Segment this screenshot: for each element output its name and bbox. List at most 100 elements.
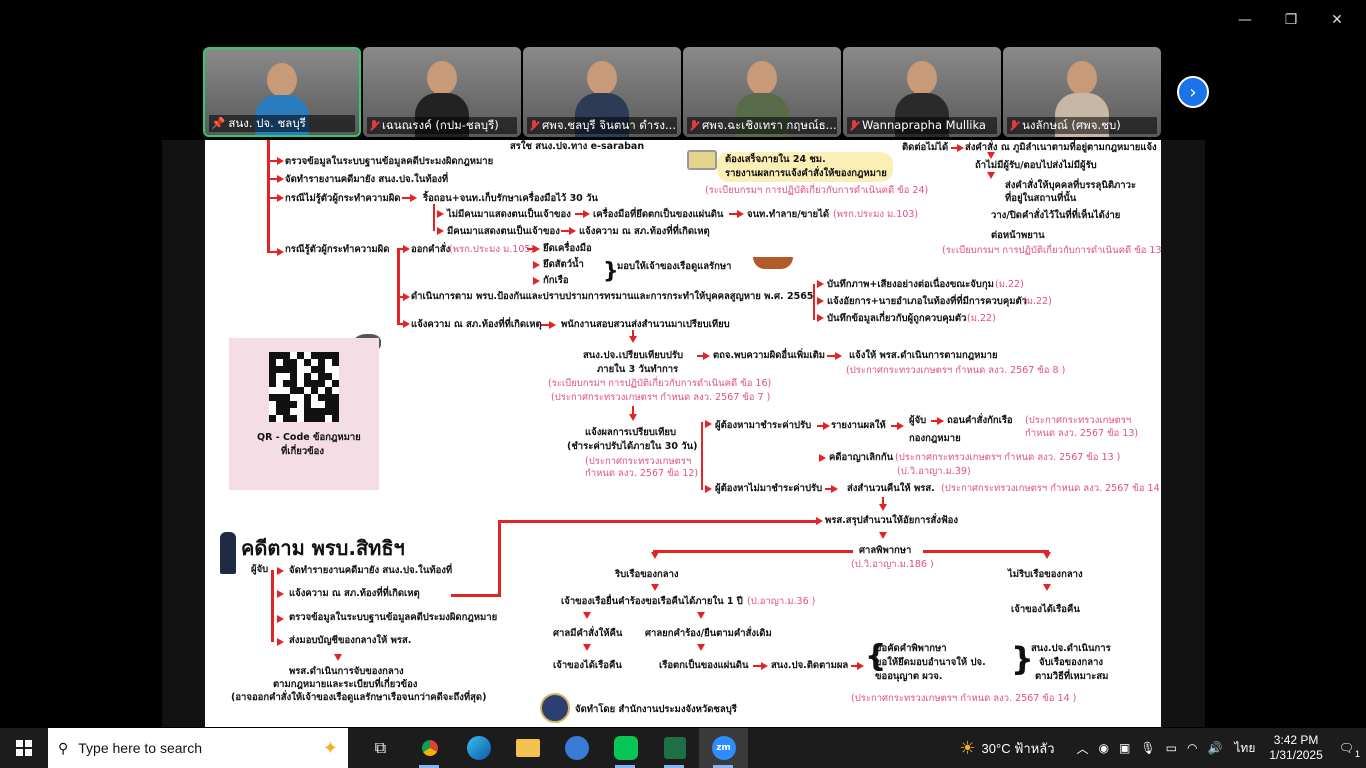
doc-text: ผู้ต้องหาไม่มาชำระค่าปรับ	[715, 483, 823, 494]
next-page-button[interactable]: ›	[1177, 76, 1209, 108]
language-indicator[interactable]: ไทย	[1234, 740, 1256, 755]
screen-icon[interactable]: ▣	[1119, 741, 1131, 755]
volume-icon[interactable]: 🔊	[1207, 741, 1223, 755]
magnifier-app[interactable]	[552, 728, 601, 768]
doc-text: ส่งสำนวนคืนให้ พรส.	[847, 483, 935, 494]
windows-icon	[16, 740, 32, 756]
doc-text: พรส.สรุปสำนวนให้อัยการสั่งฟ้อง	[825, 515, 959, 526]
file-explorer-app[interactable]	[503, 728, 552, 768]
doc-text: เรือตกเป็นของแผ่นดิน	[659, 660, 749, 671]
doc-text: ตามกฎหมายและระเบียบที่เกี่ยวข้อง	[273, 679, 418, 690]
participant-tile[interactable]: เฉนณรงค์ (กปม-ชลบุรี)	[363, 47, 521, 137]
zoom-window: — ❐ ✕ 📌สนง. ปจ. ชลบุรีเฉนณรงค์ (กปม-ชลบุ…	[0, 0, 1366, 728]
close-button[interactable]: ✕	[1331, 12, 1343, 28]
sparkle-icon: ✦	[322, 737, 338, 758]
qr-label: ที่เกี่ยวข้อง	[281, 446, 325, 457]
doc-text: ตรวจข้อมูลในระบบฐานข้อมูลคดีประมงผิดกฎหม…	[289, 612, 498, 623]
chrome-icon	[417, 736, 442, 760]
doc-ref: (ระเบียบกรมฯ การปฏิบัติเกี่ยวกับการดำเนิ…	[548, 378, 772, 389]
battery-icon[interactable]: ▭	[1165, 741, 1177, 755]
doc-ref: (ประกาศกระทรวงเกษตรฯ กำหนด ลงว. 2567 ข้อ…	[851, 693, 1077, 704]
doc-text: สนง.ปจ.ติดตามผล	[771, 660, 849, 671]
doc-ref: (ป.อาญา.ม.36 )	[747, 596, 816, 607]
system-tray: ☀ 30°C ฟ้าหลัว ︿ ◉ ▣ 🎙 ▭ ◠ 🔊 ไทย 3:42 PM…	[959, 728, 1366, 768]
task-view-button[interactable]: ⧉	[356, 728, 405, 768]
bottom-title: คดีตาม พรบ.สิทธิฯ	[241, 536, 405, 560]
participant-strip: 📌สนง. ปจ. ชลบุรีเฉนณรงค์ (กปม-ชลบุรี) ศพจ…	[203, 47, 1161, 137]
muted-mic-icon	[1009, 119, 1019, 132]
notification-icon[interactable]: 🗨1	[1338, 741, 1360, 759]
note-highlight	[717, 152, 893, 182]
participant-name-bar: นงลักษณ์ (ศพจ.ชบ)	[1007, 117, 1157, 134]
participant-video	[415, 61, 469, 137]
doc-text: ออกคำสั่ง	[411, 244, 451, 255]
doc-ref: กำหนด ลงว. 2567 ข้อ 12)	[585, 468, 699, 479]
muted-mic-icon	[369, 119, 379, 132]
maximize-button[interactable]: ❐	[1284, 12, 1298, 28]
doc-text: กรณีไม่รู้ตัวผู้กระทำความผิด	[285, 193, 401, 204]
doc-text: ติดต่อไม่ได้	[902, 142, 949, 153]
start-button[interactable]	[0, 728, 48, 768]
doc-text: ริบเรือของกลาง	[615, 569, 679, 580]
doc-text: ผู้จับ	[251, 564, 269, 575]
doc-text: บันทึกข้อมูลเกี่ยวกับผู้ถูกควบคุมตัว	[827, 313, 967, 324]
participant-tile[interactable]: 📌สนง. ปจ. ชลบุรี	[203, 47, 361, 137]
doc-text: แจ้งความ ณ สภ.ท้องที่ที่เกิดเหตุ	[579, 226, 710, 237]
participant-name-bar: ศพจ.ชลบุรี จินตนา ดำรง...	[527, 117, 677, 134]
wifi-icon[interactable]: ◠	[1186, 741, 1198, 755]
doc-text: (อาจออกคำสั่งให้เจ้าของเรือดูแลรักษาเรือ…	[231, 692, 487, 703]
participant-name-bar: Wannaprapha Mullika	[847, 117, 997, 134]
doc-text: สรใช สนง.ปจ.ทาง e-saraban	[510, 141, 645, 152]
doc-text: กักเรือ	[543, 275, 569, 286]
doc-text: สนง.ปจ.เปรียบเทียบปรับ	[583, 350, 683, 361]
doc-text: บันทึกภาพ+เสียงอย่างต่อเนื่องขณะจับกุม	[827, 279, 994, 290]
notification-count: 1	[1354, 749, 1360, 759]
qr-code[interactable]	[269, 352, 339, 422]
doc-text: (ชำระค่าปรับได้ภายใน 30 วัน)	[567, 441, 698, 452]
doc-text: จนท.ทำลาย/ขายได้	[747, 209, 830, 220]
participant-tile[interactable]: ศพจ.ฉะเชิงเทรา กฤษณ์ธ...	[683, 47, 841, 137]
excel-app[interactable]	[650, 728, 699, 768]
clock-time: 3:42 PM	[1273, 733, 1319, 747]
pin-icon: 📌	[211, 116, 226, 130]
doc-ref: (ป.วิ.อาญา.ม.186 )	[851, 559, 934, 570]
doc-text: แจ้งให้ พรส.ดำเนินการตามกฎหมาย	[849, 350, 998, 361]
weather-text[interactable]: 30°C ฟ้าหลัว	[981, 740, 1055, 756]
zoom-app[interactable]: zm	[699, 728, 748, 768]
chevron-up-icon[interactable]: ︿	[1076, 741, 1089, 756]
doc-text: ขอคัดคำพิพากษา	[875, 643, 947, 654]
record-icon[interactable]: ◉	[1098, 741, 1110, 755]
doc-ref: (ป.วิ.อาญา.ม.39)	[897, 466, 971, 477]
edge-icon	[466, 736, 491, 760]
doc-footer: จัดทำโดย สำนักงานประมงจังหวัดชลบุรี	[575, 704, 737, 715]
mic-icon[interactable]: 🎙	[1140, 741, 1156, 755]
doc-ref: (ประกาศกระทรวงเกษตรฯ	[1025, 415, 1132, 426]
clock[interactable]: 3:42 PM 1/31/2025	[1269, 733, 1322, 763]
doc-ref: (ม.22)	[967, 313, 996, 324]
doc-text: ถอนคำสั่งกักเรือ	[947, 415, 1013, 426]
doc-text: ศาลพิพากษา	[859, 545, 912, 556]
clock-date: 1/31/2025	[1269, 748, 1323, 762]
officer-icon	[220, 532, 236, 574]
chrome-app[interactable]	[405, 728, 454, 768]
muted-mic-icon	[849, 119, 859, 132]
minimize-button[interactable]: —	[1238, 12, 1252, 28]
taskbar-search[interactable]: ⚲ Type here to search ✦	[48, 728, 348, 768]
doc-text: จับเรือของกลาง	[1039, 657, 1104, 668]
participant-tile[interactable]: นงลักษณ์ (ศพจ.ชบ)	[1003, 47, 1161, 137]
window-controls: — ❐ ✕	[1222, 6, 1360, 34]
doc-text: วาง/ปิดคำสั่งไว้ในที่ที่เห็นได้ง่าย	[991, 210, 1121, 221]
participant-tile[interactable]: Wannaprapha Mullika	[843, 47, 1001, 137]
participant-name: นงลักษณ์ (ศพจ.ชบ)	[1022, 118, 1121, 132]
doc-text: พนักงานสอบสวนส่งสำนวนมาเปรียบเทียบ	[561, 319, 730, 330]
doc-text: กรณีรู้ตัวผู้กระทำความผิด	[285, 244, 390, 255]
doc-ref: (พรก.ประมง ม.103)	[833, 209, 919, 220]
doc-text: แจ้งความ ณ สภ.ท้องที่ที่เกิดเหตุ	[411, 319, 542, 330]
doc-text: ต้องเสร็จภายใน 24 ชม.	[725, 154, 826, 165]
edge-app[interactable]	[454, 728, 503, 768]
doc-text: ศาลยกคำร้อง/ยืนตามคำสั่งเดิม	[645, 628, 772, 639]
doc-text: ต่อหน้าพยาน	[991, 230, 1045, 241]
doc-text: ไม่ริบเรือของกลาง	[1008, 569, 1083, 580]
line-app[interactable]	[601, 728, 650, 768]
participant-tile[interactable]: ศพจ.ชลบุรี จินตนา ดำรง...	[523, 47, 681, 137]
